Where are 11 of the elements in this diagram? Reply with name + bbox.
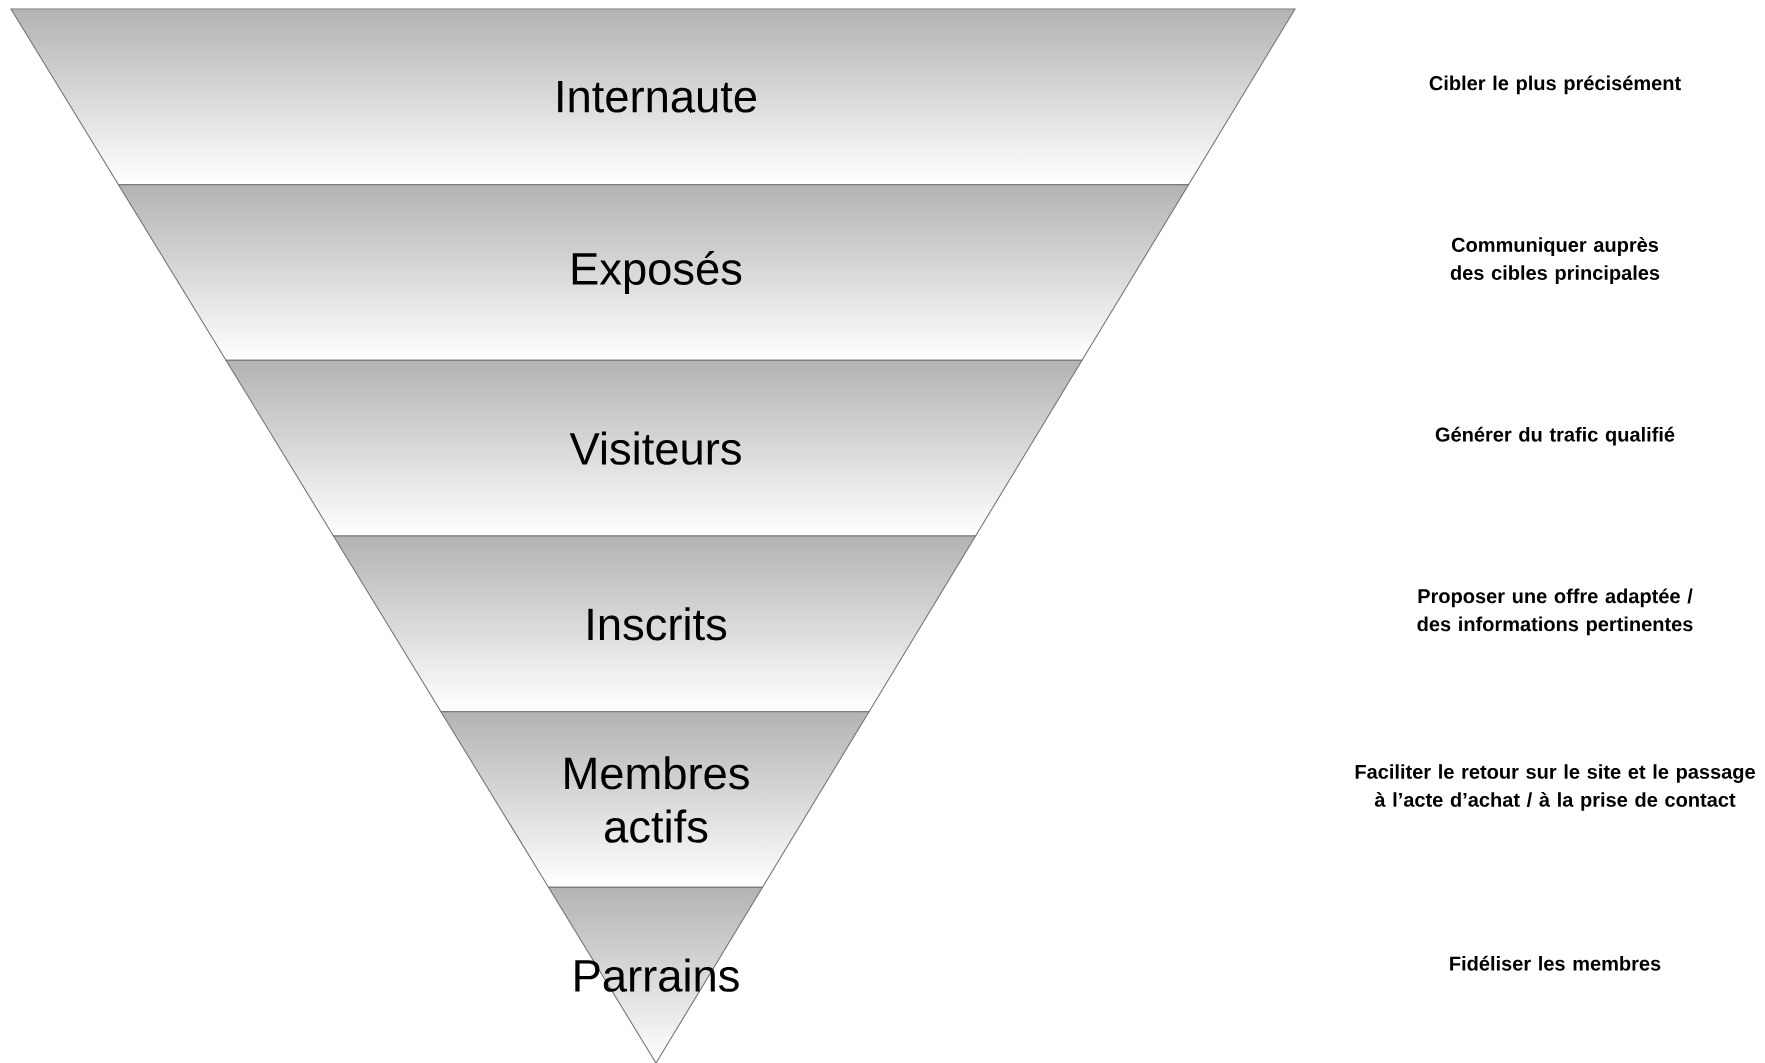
funnel-band: Visiteurs (225, 359, 1083, 537)
side-note: Communiquer auprès des cibles principales (1450, 237, 1660, 284)
funnel-band: Exposés (117, 184, 1190, 361)
funnel-band: Inscrits (332, 535, 977, 713)
side-note: Fidéliser les membres (1450, 955, 1661, 971)
side-note: Faciliter le retour sur le site et le passage à l’acte d’achat / à la prise de contact (1355, 764, 1755, 811)
side-note: Proposer une offre adaptée / des informations pertinentes (1417, 588, 1693, 636)
side-note: Cibler le plus précisément (1429, 75, 1681, 95)
side-note: Générer du trafic qualifié (1435, 426, 1675, 446)
funnel-band: Parrains (547, 886, 764, 1063)
funnel-band: Internaute (10, 8, 1296, 186)
